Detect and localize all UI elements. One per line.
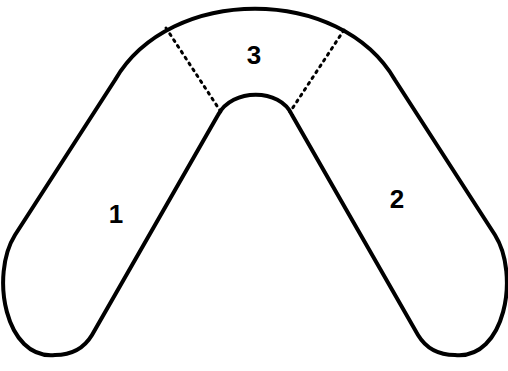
- arch-shape: [3, 9, 507, 355]
- callout-number: 3: [247, 42, 261, 68]
- region-divider: [290, 30, 344, 112]
- callout-number: 1: [109, 201, 123, 227]
- region-divider: [166, 28, 221, 112]
- callout-number: 2: [390, 186, 404, 212]
